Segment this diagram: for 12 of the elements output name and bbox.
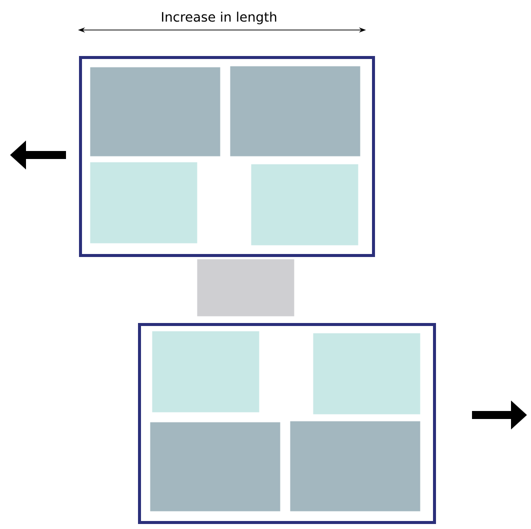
panel xyxy=(90,162,198,244)
panel xyxy=(152,331,260,412)
frame xyxy=(138,323,436,524)
panel xyxy=(313,333,420,414)
dimension-label: Increase in length xyxy=(162,12,276,24)
panel xyxy=(251,164,358,246)
panel xyxy=(90,67,220,156)
panel xyxy=(150,422,280,512)
panel xyxy=(290,421,420,512)
connector-block xyxy=(197,259,294,316)
panel xyxy=(230,66,360,156)
frame xyxy=(79,56,375,257)
